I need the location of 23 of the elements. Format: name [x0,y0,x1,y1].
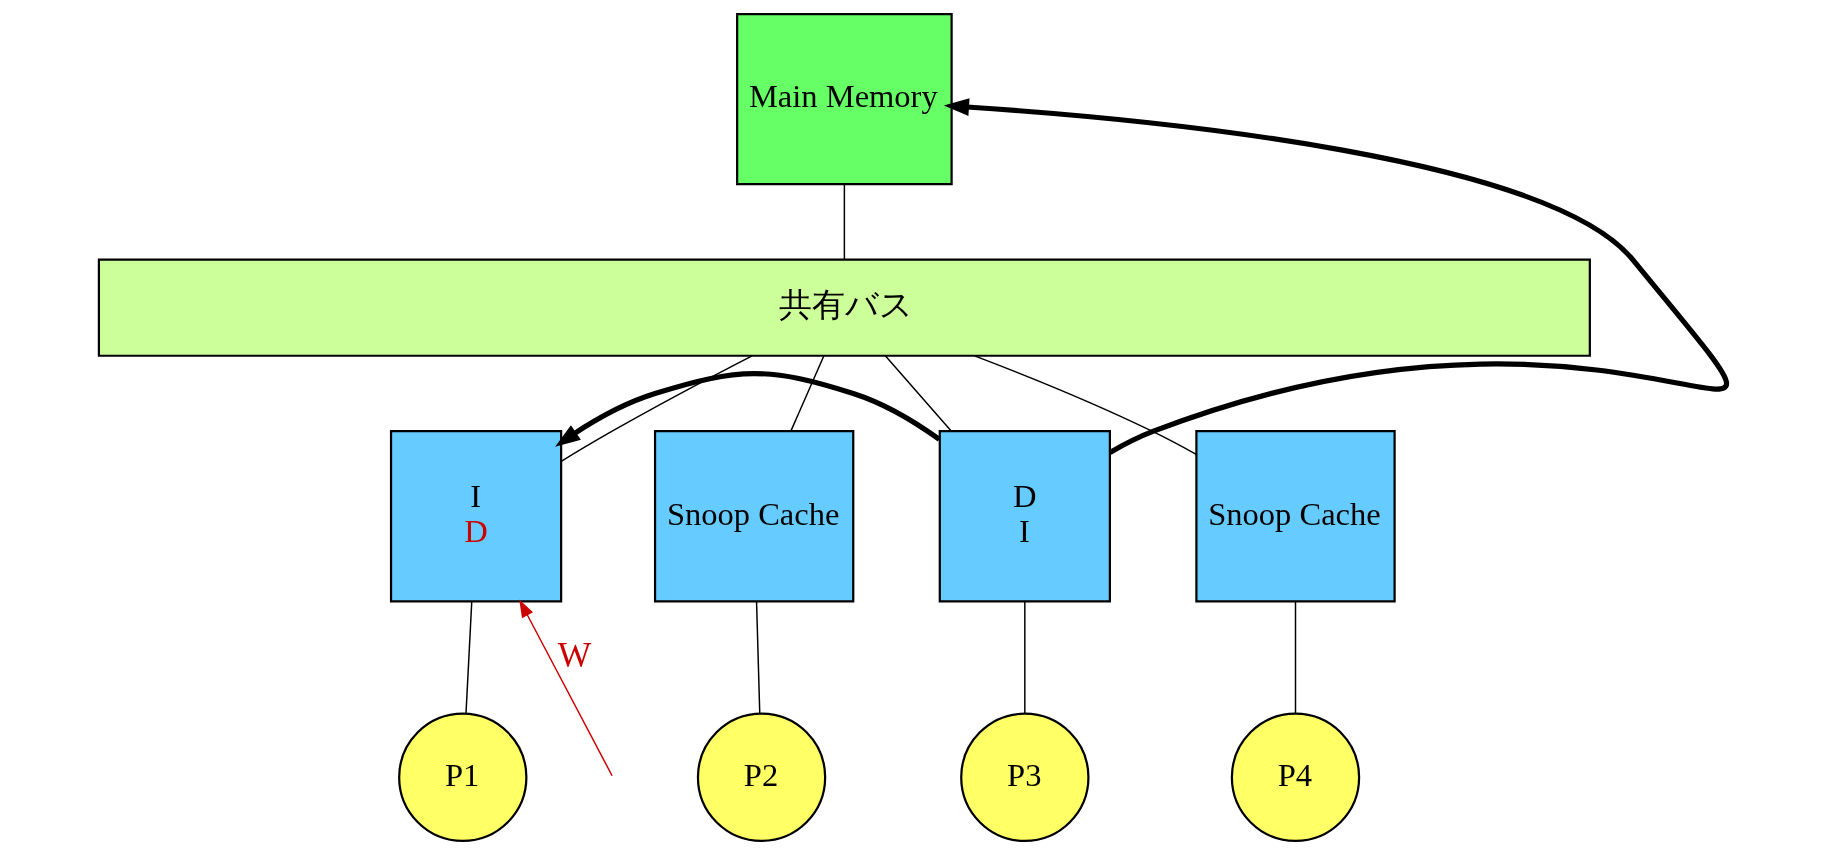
arrow [943,98,1727,455]
connector [1294,600,1296,715]
arrow [518,599,613,777]
node-circle: P2 [696,712,826,842]
connector [755,600,760,715]
node-box: 共有バス [97,258,1591,357]
connector [884,355,952,432]
node-circle: P1 [397,712,527,842]
node-box: I D [389,430,562,603]
node-circle: P4 [1230,712,1360,842]
connector [1023,600,1026,715]
node-box: D I [938,430,1111,603]
node-box: Snoop Cache [653,430,854,603]
node-box: Main Memory [735,13,953,186]
connector [560,355,753,462]
node-box: Snoop Cache [1194,430,1396,603]
connector [464,600,472,715]
connector [973,355,1197,456]
arrow [554,371,941,447]
connector [843,183,845,260]
edge-label: W [557,634,591,675]
connector [789,355,825,432]
node-circle: P3 [959,712,1090,842]
